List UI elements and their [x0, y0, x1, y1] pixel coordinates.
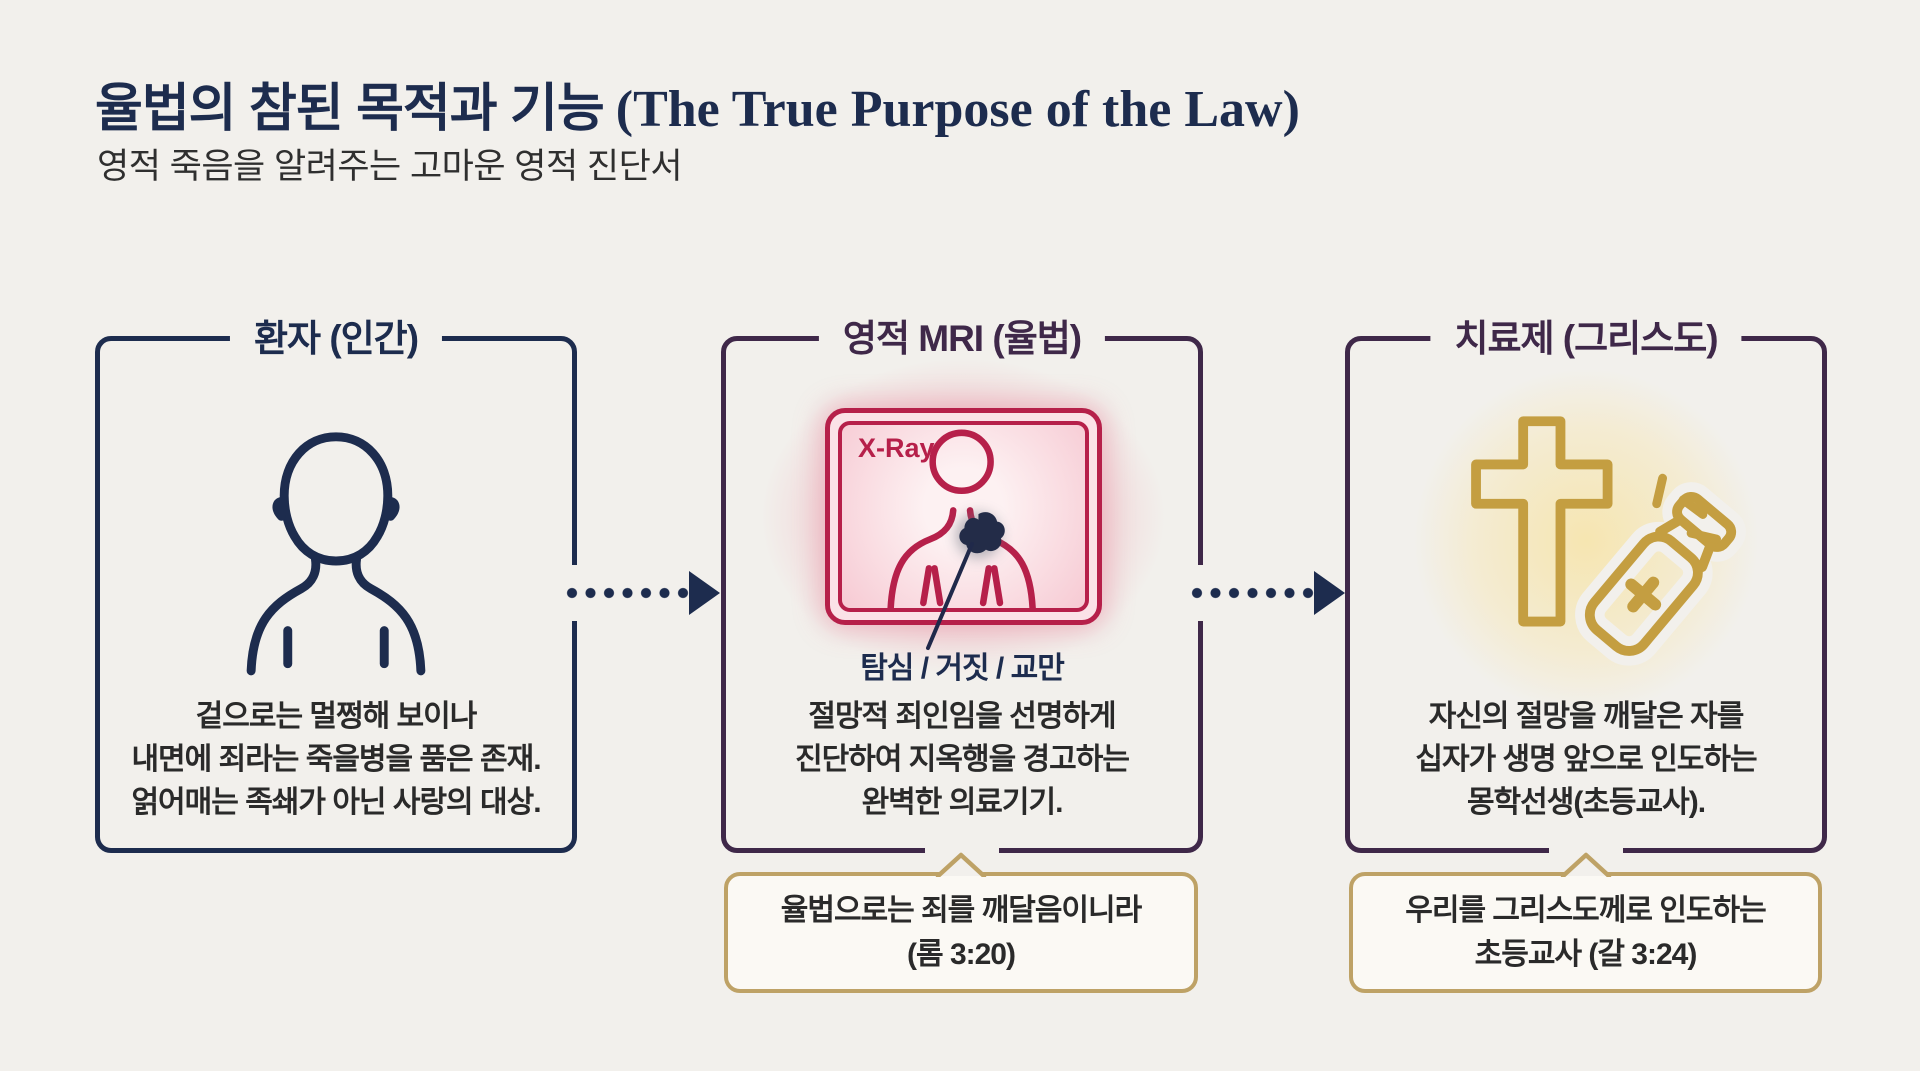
- box-cure-line: 자신의 절망을 깨달은 자를: [1428, 700, 1745, 733]
- arrow-dots: [563, 571, 689, 615]
- box-patient-line: 겉으로는 멀쩡해 보이나: [195, 700, 478, 733]
- cross-icon: [1471, 416, 1613, 627]
- scripture-line: 우리를 그리스도께로 인도하는: [1405, 894, 1766, 927]
- page-subtitle: 영적 죽음을 알려주는 고마운 영적 진단서: [97, 147, 683, 186]
- arrow-dots: [1188, 571, 1314, 615]
- box-patient-line: 얽어매는 족쇄가 아닌 사랑의 대상.: [131, 786, 541, 819]
- scripture-line: 초등교사 (갈 3:24): [1474, 938, 1698, 971]
- callout-pointer-icon: [935, 852, 987, 877]
- box-mri-description: 절망적 죄인임을 선명하게 진단하여 지옥행을 경고하는 완벽한 의료기기.: [726, 695, 1198, 824]
- arrow-head: [689, 571, 720, 615]
- box-mri-line: 완벽한 의료기기.: [861, 786, 1064, 819]
- box-cure-line: 몽학선생(초등교사).: [1466, 786, 1706, 819]
- dotted-arrow-right-icon: [563, 571, 720, 615]
- sin-label: 탐심 / 거짓 / 교만: [860, 652, 1065, 685]
- arrow-head: [1314, 571, 1345, 615]
- medicine-bottle-icon: [1575, 482, 1746, 666]
- scripture-line: (롬 3:20): [907, 938, 1016, 971]
- box-cure-line: 십자가 생명 앞으로 인도하는: [1415, 743, 1757, 776]
- box-cure: 치료제 (그리스도) 자신의 절망을 깨달은 자를 십자가: [1345, 313, 1827, 853]
- border-gap: [1549, 842, 1623, 855]
- box-patient-title: 환자 (인간): [229, 313, 443, 365]
- pointer-line: [926, 542, 974, 650]
- box-mri-title: 영적 MRI (율법): [818, 313, 1106, 365]
- xray-torso-icon: [887, 429, 1036, 608]
- box-patient: 환자 (인간) 겉으로는 멀쩡해 보이나 내면에 죄라는 죽을병을 품은 존재.…: [95, 313, 577, 853]
- scripture-line: 율법으로는 죄를 깨달음이니라: [780, 894, 1142, 927]
- box-mri-line: 절망적 죄인임을 선명하게: [808, 700, 1116, 733]
- sparkle-icon: [1652, 473, 1721, 544]
- box-patient-description: 겉으로는 멀쩡해 보이나 내면에 죄라는 죽을병을 품은 존재. 얽어매는 족쇄…: [100, 695, 572, 824]
- box-cure-title: 치료제 (그리스도): [1430, 313, 1742, 365]
- border-gap: [925, 842, 999, 855]
- page-title: 율법의 참된 목적과 기능(The True Purpose of the La…: [95, 66, 1300, 141]
- scripture-callout-gal: 우리를 그리스도께로 인도하는 초등교사 (갈 3:24): [1349, 852, 1822, 993]
- xray-screen: X-Ray: [838, 421, 1089, 612]
- box-mri: 영적 MRI (율법) X-Ray: [721, 313, 1203, 853]
- page-title-korean: 율법의 참된 목적과 기능: [95, 80, 605, 138]
- xray-frame-icon: X-Ray: [825, 408, 1102, 625]
- box-mri-line: 진단하여 지옥행을 경고하는: [795, 743, 1130, 776]
- xray-label: X-Ray: [858, 433, 935, 463]
- box-patient-line: 내면에 죄라는 죽을병을 품은 존재.: [131, 743, 541, 776]
- person-icon: [246, 432, 426, 676]
- cross-and-medicine-icon: [1471, 416, 1746, 666]
- dotted-arrow-right-icon: [1188, 571, 1345, 615]
- page-title-english: (The True Purpose of the Law): [615, 81, 1300, 138]
- box-cure-description: 자신의 절망을 깨달은 자를 십자가 생명 앞으로 인도하는 몽학선생(초등교사…: [1350, 695, 1822, 824]
- callout-pointer-icon: [1560, 852, 1611, 877]
- scripture-callout-rom: 율법으로는 죄를 깨달음이니라 (롬 3:20): [724, 852, 1198, 993]
